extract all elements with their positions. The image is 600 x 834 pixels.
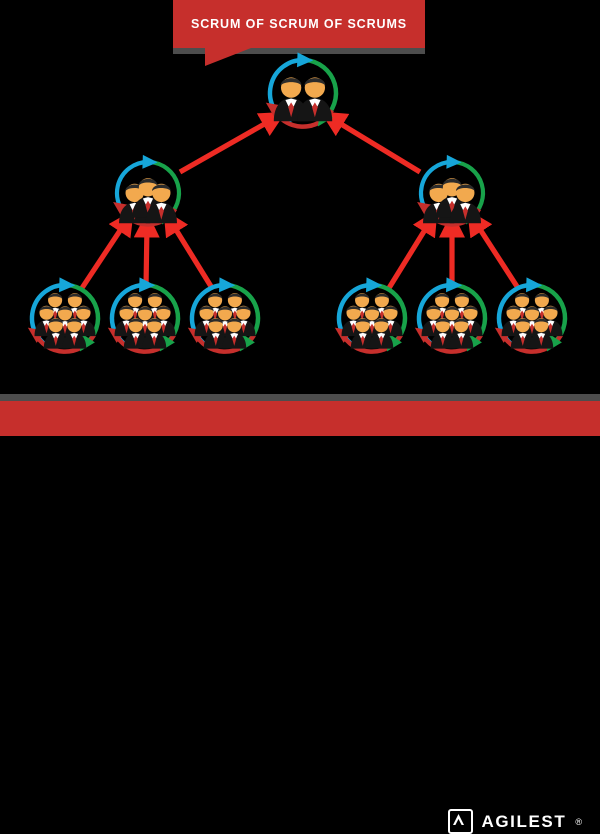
person-icon (203, 318, 228, 349)
ring-arrowhead-cyan (297, 52, 314, 68)
footer-divider-strip (0, 394, 600, 401)
team-node-team-2[interactable] (98, 271, 192, 365)
person-icon (369, 318, 394, 349)
person-icon (145, 183, 177, 224)
team-node-top[interactable] (256, 46, 350, 140)
banner-tail (205, 48, 251, 66)
footer-bar: AGILEST ® (0, 401, 600, 834)
person-icon (430, 318, 455, 349)
team-node-mid-right[interactable] (407, 148, 497, 238)
registered-trademark-icon: ® (575, 816, 582, 827)
ring-arrowhead-cyan (366, 277, 383, 293)
team-node-team-6[interactable] (485, 271, 579, 365)
ring-arrowhead-red (417, 202, 434, 217)
agilest-logo-text: AGILEST (481, 811, 567, 831)
ring-arrowhead-cyan (142, 154, 158, 169)
person-icon (529, 318, 554, 349)
person-icon (436, 178, 468, 218)
person-icon (62, 318, 87, 349)
ring-arrowhead-cyan (59, 277, 76, 293)
person-icon (350, 318, 375, 349)
agilest-logo-mark-icon (448, 809, 474, 834)
banner-title-text: SCRUM OF SCRUM OF SCRUMS (190, 17, 408, 31)
ring-arrowhead-cyan (446, 154, 462, 169)
ring-arrowhead-cyan (219, 277, 236, 293)
title-banner: SCRUM OF SCRUM OF SCRUMS (173, 0, 425, 48)
person-icon (510, 318, 535, 349)
ring-arrowhead-cyan (526, 277, 543, 293)
team-node-team-1[interactable] (18, 271, 112, 365)
person-icon (142, 318, 167, 349)
person-icon (449, 183, 481, 224)
person-icon (151, 305, 176, 337)
banner-shadow (173, 48, 425, 54)
person-icon (341, 305, 366, 337)
agilest-logo[interactable]: AGILEST ® (448, 809, 582, 834)
team-node-team-4[interactable] (325, 271, 419, 365)
team-node-team-5[interactable] (405, 271, 499, 365)
ring-arrowhead-cyan (139, 277, 156, 293)
person-icon (123, 318, 148, 349)
ring-arrowhead-cyan (446, 277, 463, 293)
team-node-team-3[interactable] (178, 271, 272, 365)
person-icon (222, 318, 247, 349)
person-icon (43, 318, 68, 349)
ring-arrowhead-red (113, 202, 130, 217)
person-icon (297, 77, 333, 122)
team-node-mid-left[interactable] (103, 148, 193, 238)
person-icon (449, 318, 474, 349)
